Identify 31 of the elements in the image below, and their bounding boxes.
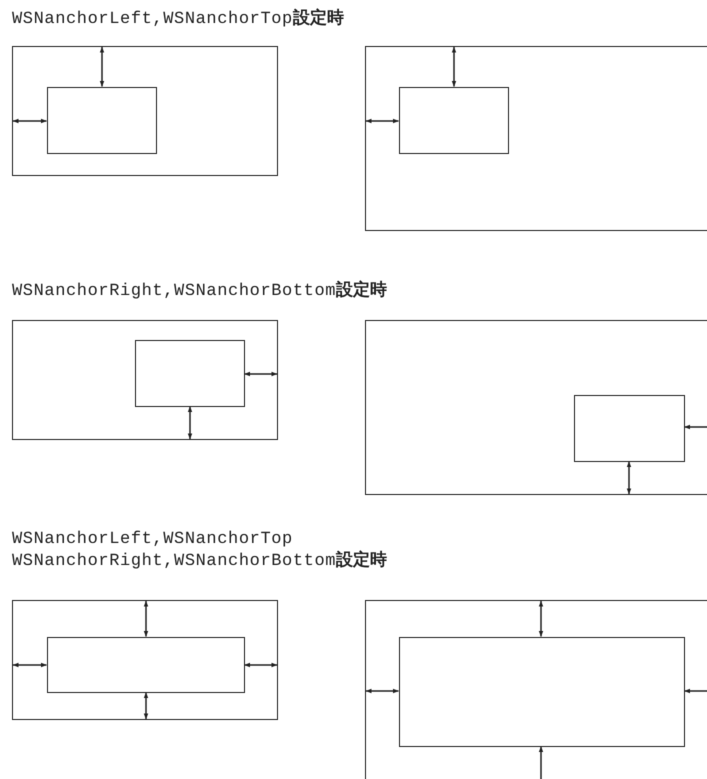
rect-box: [398, 636, 684, 746]
double-arrow: [144, 600, 148, 637]
double-arrow: [188, 406, 192, 440]
rect-box: [365, 320, 707, 495]
double-arrow: [244, 372, 278, 376]
double-arrow: [100, 46, 104, 87]
section-heading: WSNanchorRight,WSNanchorBottom設定時: [12, 280, 388, 302]
rect-box: [134, 340, 244, 406]
double-arrow: [366, 688, 399, 694]
rect-box: [365, 46, 707, 231]
double-arrow: [684, 688, 707, 694]
double-arrow: [366, 118, 399, 124]
rect-box: [398, 86, 508, 154]
rect-box: [12, 320, 278, 440]
double-arrow: [684, 424, 707, 430]
section-heading: WSNanchorLeft,WSNanchorTop設定時: [12, 8, 344, 30]
double-arrow: [144, 692, 148, 720]
double-arrow: [12, 118, 47, 124]
section-heading: WSNanchorLeft,WSNanchorTop WSNanchorRight,WSNanchorBottom設定時: [12, 530, 388, 572]
double-arrow: [12, 662, 47, 668]
rect-box: [365, 600, 707, 779]
double-arrow: [538, 746, 544, 779]
double-arrow: [452, 46, 456, 87]
double-arrow: [626, 461, 632, 494]
rect-box: [12, 46, 278, 176]
rect-box: [46, 86, 156, 154]
double-arrow: [538, 600, 544, 637]
rect-box: [574, 394, 684, 462]
rect-box: [46, 636, 244, 692]
rect-box: [12, 600, 278, 720]
double-arrow: [244, 662, 278, 668]
